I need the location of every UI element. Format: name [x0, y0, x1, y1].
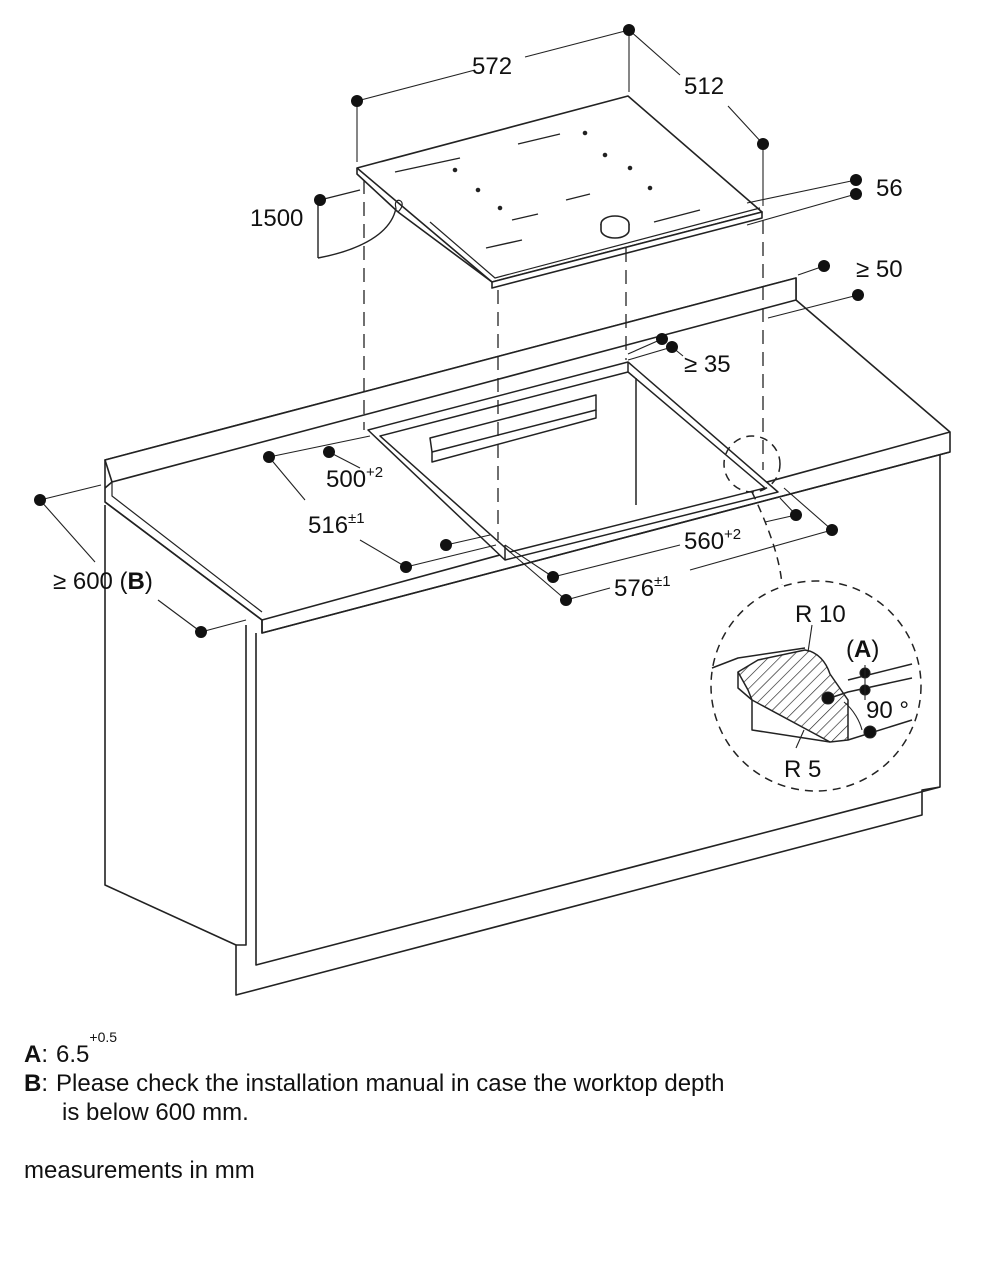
note-a-tolerance: +0.5 — [89, 1029, 118, 1045]
dim-cutout-depth: 500+2 — [326, 464, 383, 493]
power-cable — [317, 189, 397, 259]
cabinet — [104, 452, 941, 996]
dim-worktop-depth: ≥ 600 (B) — [53, 568, 153, 595]
detail-marker-key: A — [854, 636, 871, 663]
units-note: measurements in mm — [24, 1157, 255, 1184]
note-b-continuation: is below 600 mm. — [62, 1099, 249, 1126]
detail-angle: 90 ° — [866, 697, 909, 724]
dim-cutout-rear: ≥ 35 — [684, 351, 731, 378]
detail-marker-open: ( — [846, 636, 854, 663]
dimension-dots — [34, 24, 864, 638]
dim-recess-depth: 516±1 — [308, 510, 365, 539]
dim-cutout-width-value: 560 — [684, 528, 724, 555]
dim-worktop-depth-prefix: ≥ 600 ( — [53, 568, 128, 595]
dim-recess-width-value: 576 — [614, 575, 654, 602]
detail-marker-close: ) — [871, 636, 879, 663]
dim-worktop-depth-key: B — [128, 568, 145, 595]
note-a-key: A — [24, 1041, 42, 1068]
note-a: A: 6.5+0.5 — [24, 1029, 974, 1069]
detail-radius-outer: R 10 — [795, 601, 846, 628]
cooktop — [356, 95, 763, 289]
dim-cable-length: 1500 — [250, 205, 303, 232]
legend-notes: A: 6.5+0.5 B: Please check the installat… — [24, 1029, 974, 1127]
dim-worktop-depth-suffix: ) — [145, 568, 153, 595]
detail-marker: (A) — [846, 636, 879, 663]
dim-cooktop-depth: 512 — [684, 73, 724, 100]
note-b-text: Please check the installation manual in … — [56, 1070, 725, 1097]
note-b-key: B — [24, 1070, 42, 1097]
dim-recess-depth-tolerance: ±1 — [348, 510, 365, 527]
note-a-colon: : — [41, 1041, 49, 1068]
detail-radius-inner: R 5 — [784, 756, 821, 783]
dim-recess-width-tolerance: ±1 — [654, 573, 671, 590]
projection-lines — [363, 180, 764, 540]
note-b: B: Please check the installation manual … — [24, 1069, 974, 1098]
dim-cooktop-width: 572 — [472, 53, 512, 80]
note-b-colon: : — [41, 1070, 49, 1097]
dim-recess-width: 576±1 — [614, 573, 671, 602]
detail-callout — [710, 435, 922, 792]
dim-rear-clearance: ≥ 50 — [856, 256, 903, 283]
note-a-value: 6.5 — [56, 1041, 90, 1068]
detail-marks — [795, 624, 877, 749]
installation-diagram: 572 512 1500 56 ≥ 50 ≥ 35 500+2 516±1 56… — [34, 24, 951, 996]
dim-cutout-depth-tolerance: +2 — [366, 464, 383, 481]
dim-cutout-width: 560+2 — [684, 526, 741, 555]
dim-cooktop-height: 56 — [876, 175, 903, 202]
dim-recess-depth-value: 516 — [308, 512, 348, 539]
cutout — [367, 361, 779, 561]
dim-cutout-depth-value: 500 — [326, 466, 366, 493]
dim-cutout-width-tolerance: +2 — [724, 526, 741, 543]
detail-profile — [711, 647, 913, 743]
